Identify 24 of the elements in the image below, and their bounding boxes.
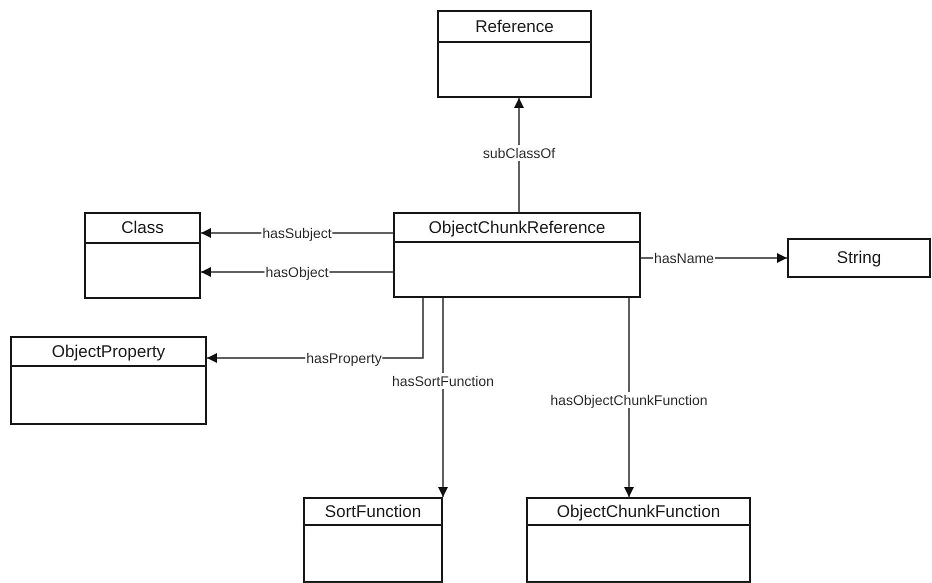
edge-label: hasSortFunction [391, 373, 495, 389]
class-box [787, 238, 931, 278]
class-name: ObjectChunkFunction [528, 499, 749, 526]
class-name: ObjectChunkReference [395, 214, 639, 243]
arrow [624, 298, 634, 497]
class-box [437, 10, 592, 98]
class-name: Reference [439, 12, 590, 43]
edge-label: hasSubject [261, 225, 333, 241]
class-name: SortFunction [305, 499, 441, 526]
class-name: String [836, 247, 882, 269]
edge-label: hasObjectChunkFunction [549, 392, 709, 408]
edge-label: hasName [653, 250, 715, 266]
arrow [514, 98, 524, 212]
class-box [84, 212, 201, 299]
arrow [438, 298, 448, 497]
class-box [10, 336, 207, 425]
edge-label: hasObject [264, 264, 330, 280]
class-box [526, 497, 751, 583]
class-name: ObjectProperty [12, 338, 205, 367]
class-box [393, 212, 641, 298]
edge-label: subClassOf [482, 145, 556, 161]
edge-label: hasProperty [305, 350, 383, 366]
class-name: Class [86, 214, 199, 244]
class-box [303, 497, 443, 583]
